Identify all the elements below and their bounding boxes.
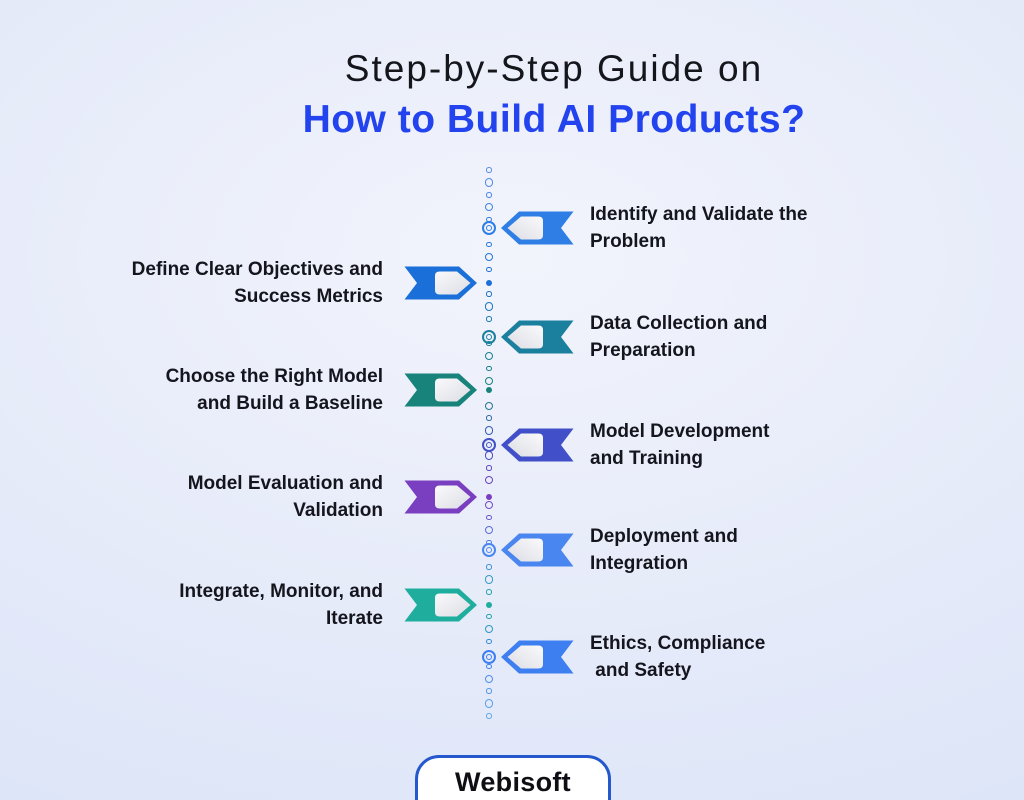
timeline-dot xyxy=(484,525,494,535)
timeline-dot xyxy=(484,451,494,460)
arrow-left-icon xyxy=(501,533,574,567)
step-label-line: Deployment and xyxy=(590,526,738,547)
timeline-dot xyxy=(484,202,494,212)
arrow-right-icon xyxy=(404,373,477,407)
timeline-dot xyxy=(484,699,494,708)
step-label-line: Validation xyxy=(293,500,383,521)
timeline-dot xyxy=(486,564,492,570)
timeline-dot xyxy=(484,624,494,634)
arrow-right-icon xyxy=(404,266,477,300)
timeline-node-solid-dot xyxy=(486,602,492,608)
timeline-dot xyxy=(486,365,492,372)
timeline-dot xyxy=(486,638,492,645)
step-label: Ethics, Compliance and Safety xyxy=(590,630,890,684)
timeline-dot xyxy=(484,302,494,311)
step-label: Choose the Right Model and Build a Baseli… xyxy=(60,363,383,417)
step-label-line: Define Clear Objectives and xyxy=(131,259,383,280)
step-label-line: Problem xyxy=(590,231,667,252)
timeline-dot xyxy=(484,500,494,510)
timeline-dot xyxy=(486,266,492,273)
timeline-node-solid-dot xyxy=(486,387,492,393)
timeline-dot xyxy=(486,613,492,620)
step-label-line: Identify and Validate the xyxy=(590,204,808,225)
timeline-dot xyxy=(486,241,492,248)
timeline-dot xyxy=(486,316,492,322)
timeline-dot xyxy=(486,465,492,471)
arrow-right-icon xyxy=(404,480,477,514)
timeline-dot xyxy=(486,340,492,347)
step-label-line: Model Evaluation and xyxy=(187,473,383,494)
step-label-line: and Build a Baseline xyxy=(197,393,383,414)
timeline-dot xyxy=(486,167,492,173)
step-label-line: and Safety xyxy=(590,660,692,681)
timeline-node-inner-ring xyxy=(485,333,493,341)
arrow-left-icon xyxy=(501,428,574,462)
timeline-dot xyxy=(484,475,494,485)
step-label-line: Iterate xyxy=(325,608,383,629)
step-label: Model Development and Training xyxy=(590,418,890,472)
timeline-dot xyxy=(484,178,494,187)
timeline-dot xyxy=(486,589,492,595)
timeline-dot xyxy=(484,674,494,684)
arrow-left-icon xyxy=(501,211,574,245)
webisoft-logo-badge: Webisoft xyxy=(415,755,611,800)
timeline-node-inner-ring xyxy=(485,653,493,661)
timeline-node-inner-ring xyxy=(485,441,493,449)
step-label-line: Ethics, Compliance xyxy=(590,633,766,654)
step-label-line: Model Development xyxy=(590,421,770,442)
timeline-node-inner-ring xyxy=(485,224,493,232)
timeline-dot xyxy=(486,514,492,521)
step-label-line: Data Collection and xyxy=(590,313,768,334)
timeline-dot xyxy=(486,713,492,719)
timeline-dot xyxy=(484,376,494,386)
step-label-line: Preparation xyxy=(590,340,696,361)
timeline-dot xyxy=(484,575,494,584)
timeline-node-double-ring xyxy=(482,438,496,452)
step-label-line: Integration xyxy=(590,553,689,574)
step-label-line: Choose the Right Model xyxy=(165,366,383,387)
timeline-dot xyxy=(484,351,494,361)
step-label-line: and Training xyxy=(590,448,703,469)
timeline-dot xyxy=(484,401,494,411)
timeline-node-double-ring xyxy=(482,650,496,664)
step-label-line: Success Metrics xyxy=(234,286,383,307)
title-line-1: Step-by-Step Guide on xyxy=(344,48,764,89)
timeline-dot xyxy=(484,252,494,262)
timeline-dot xyxy=(486,192,492,198)
arrow-left-icon xyxy=(501,320,574,354)
timeline-node-inner-ring xyxy=(485,546,493,554)
title-line-2: How to Build AI Products? xyxy=(302,97,806,141)
timeline-node-solid-dot xyxy=(486,280,492,286)
arrow-left-icon xyxy=(501,640,574,674)
page-title: Step-by-Step Guide on How to Build AI Pr… xyxy=(84,48,1024,142)
timeline-dot xyxy=(484,426,494,435)
timeline-dot xyxy=(486,688,492,694)
brand-name: Webisoft xyxy=(455,767,571,797)
arrow-right-icon xyxy=(404,588,477,622)
timeline-dot xyxy=(486,415,492,421)
timeline-dot xyxy=(486,291,492,297)
timeline-dot xyxy=(486,663,492,670)
step-label-line: Integrate, Monitor, and xyxy=(179,581,383,602)
timeline-node-solid-dot xyxy=(486,494,492,500)
timeline-node-double-ring xyxy=(482,221,496,235)
timeline-node-double-ring xyxy=(482,543,496,557)
